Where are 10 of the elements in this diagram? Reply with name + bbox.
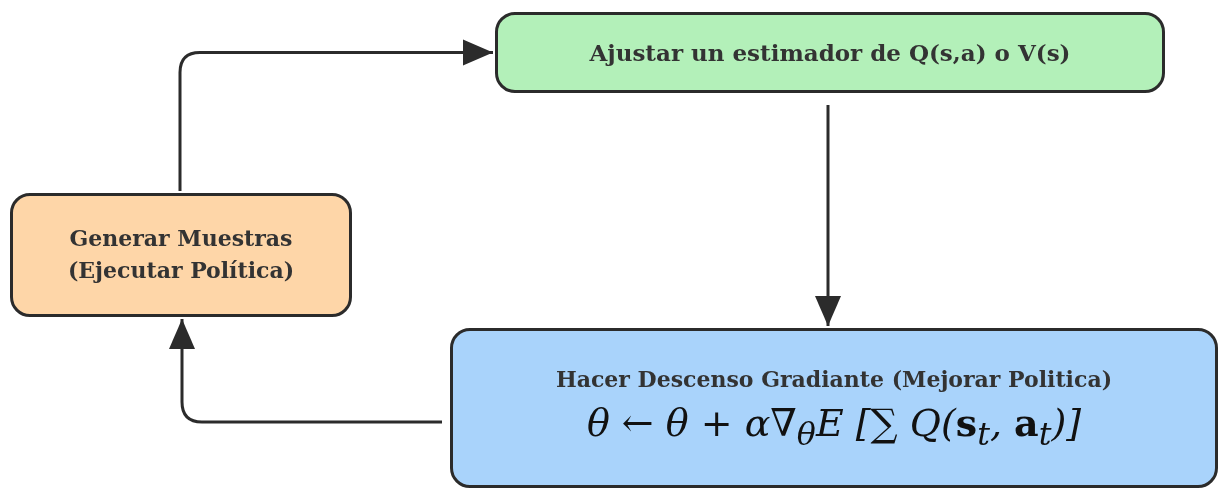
arrow: [815, 105, 841, 326]
box-title: Hacer Descenso Gradiante (Mejorar Politica): [555, 365, 1113, 395]
arrow: [169, 319, 442, 424]
process-box: [10, 193, 352, 317]
arrow: [178, 39, 493, 191]
process-box: [450, 328, 1218, 488]
formula: θ ← θ + α∇$_{θ}$E [∑ Q(s$_{t}$, a$_{t}$)]: [586, 400, 1082, 452]
box-title: Generar Muestras (Ejecutar Política): [66, 224, 296, 285]
process-box: [495, 12, 1165, 93]
box-title: Ajustar un estimador de Q(s,a) o V(s): [589, 37, 1071, 68]
